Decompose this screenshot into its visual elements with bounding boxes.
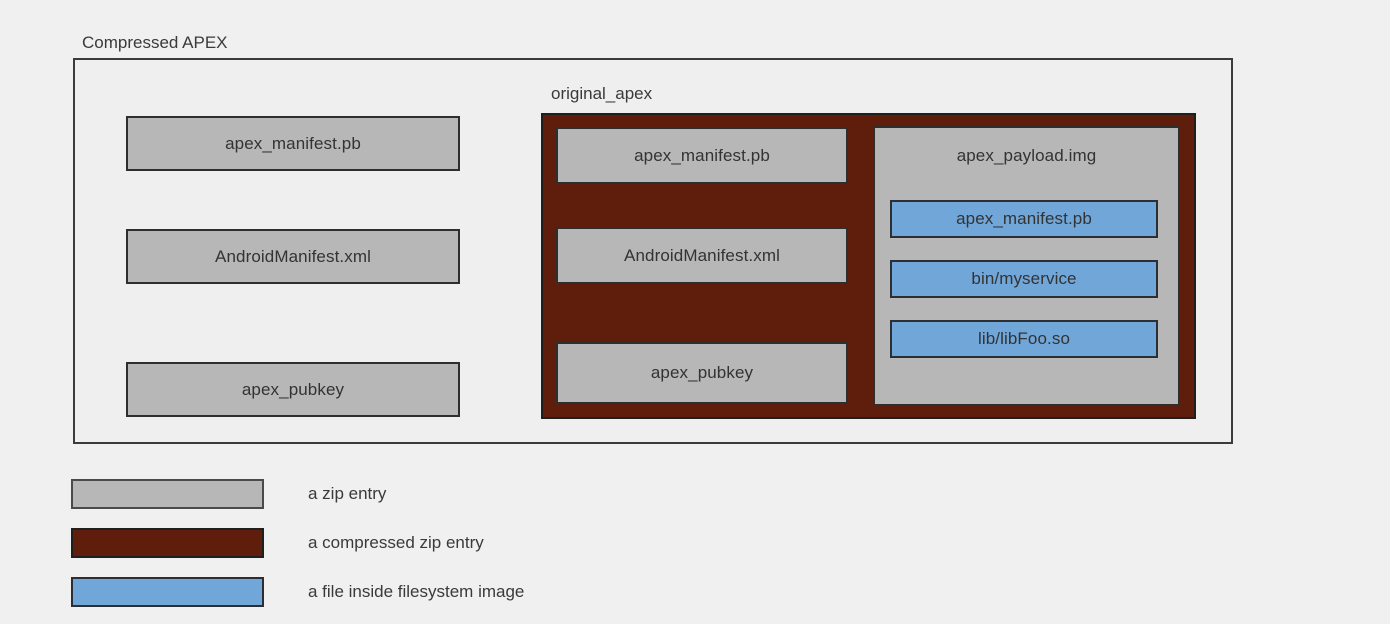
legend-label-compressed-zip-entry: a compressed zip entry xyxy=(308,533,484,552)
zip-entry-android-manifest: AndroidManifest.xml xyxy=(126,229,460,284)
zip-entry-apex-pubkey: apex_pubkey xyxy=(126,362,460,417)
fs-file-bin-myservice: bin/myservice xyxy=(890,260,1158,298)
apex-payload-img-label: apex_payload.img xyxy=(956,146,1097,165)
compressed-apex-label: Compressed APEX xyxy=(82,33,228,52)
inner-zip-entry-android-manifest: AndroidManifest.xml xyxy=(556,227,848,284)
legend-swatch-compressed-zip-entry xyxy=(71,528,264,558)
legend-item-compressed-zip-entry: a compressed zip entry xyxy=(71,528,484,558)
original-apex-label: original_apex xyxy=(551,84,653,103)
zip-entry-apex-manifest: apex_manifest.pb xyxy=(126,116,460,171)
inner-zip-entry-apex-manifest: apex_manifest.pb xyxy=(556,127,848,184)
legend-item-filesystem-file: a file inside filesystem image xyxy=(71,577,524,607)
legend-swatch-zip-entry xyxy=(71,479,264,509)
fs-file-lib-libfoo: lib/libFoo.so xyxy=(890,320,1158,358)
inner-zip-entry-apex-pubkey: apex_pubkey xyxy=(556,342,848,404)
legend-item-zip-entry: a zip entry xyxy=(71,479,386,509)
fs-file-apex-manifest: apex_manifest.pb xyxy=(890,200,1158,238)
legend-swatch-filesystem-file xyxy=(71,577,264,607)
legend-label-filesystem-file: a file inside filesystem image xyxy=(308,582,525,601)
legend-label-zip-entry: a zip entry xyxy=(308,484,387,503)
